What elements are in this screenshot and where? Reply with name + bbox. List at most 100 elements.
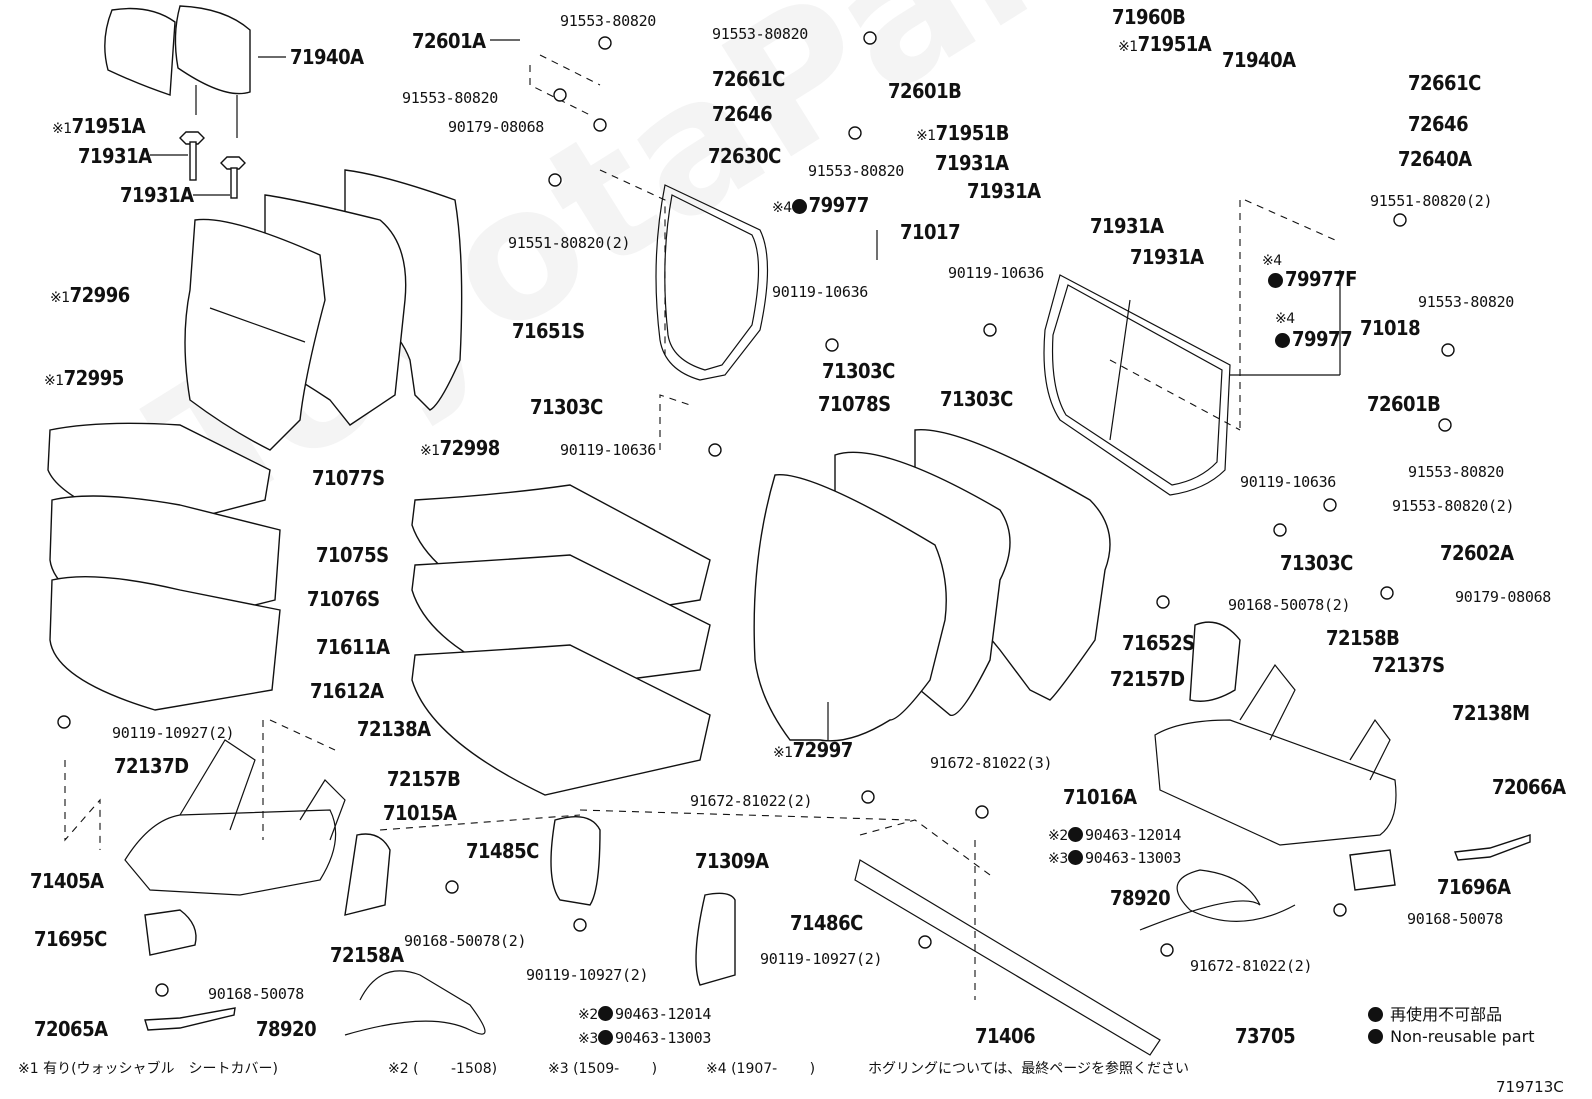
part-label[interactable]: 72661C bbox=[712, 67, 785, 91]
part-label[interactable]: 71696A bbox=[1437, 875, 1511, 899]
non-reusable-icon bbox=[598, 1030, 614, 1045]
part-label[interactable]: ※172998 bbox=[420, 437, 500, 462]
part-label[interactable]: 71078S bbox=[818, 392, 891, 416]
part-label[interactable]: 71931A bbox=[1130, 245, 1204, 269]
part-label[interactable]: ※172995 bbox=[44, 367, 124, 392]
part-label[interactable]: 79977F bbox=[1268, 268, 1357, 290]
part-label[interactable]: ※4 bbox=[1275, 305, 1295, 330]
part-label[interactable]: 90119-10636 bbox=[1240, 473, 1337, 491]
part-label[interactable]: 72137D bbox=[114, 754, 189, 778]
part-label[interactable]: 71931A bbox=[1090, 214, 1164, 238]
part-label[interactable]: 71931A bbox=[120, 183, 194, 207]
part-label[interactable]: 90168-50078 bbox=[208, 985, 305, 1003]
part-label[interactable]: 91553-80820 bbox=[560, 12, 657, 30]
part-label[interactable]: 91553-80820(2) bbox=[1392, 497, 1515, 515]
seat-cushion-middle-group bbox=[411, 484, 711, 796]
part-label[interactable]: 78920 bbox=[256, 1017, 317, 1041]
part-label[interactable]: 71077S bbox=[312, 466, 385, 490]
part-label[interactable]: 71406 bbox=[975, 1024, 1036, 1048]
part-label[interactable]: 79977 bbox=[1275, 328, 1353, 350]
part-label[interactable]: 91672-81022(3) bbox=[930, 754, 1053, 772]
part-label[interactable]: 91553-80820 bbox=[402, 89, 499, 107]
part-label[interactable]: 72158B bbox=[1326, 626, 1400, 650]
part-label[interactable]: 73705 bbox=[1235, 1024, 1296, 1048]
part-label[interactable]: 72602A bbox=[1440, 541, 1514, 565]
part-label[interactable]: 71695C bbox=[34, 927, 107, 951]
part-label[interactable]: 72066A bbox=[1492, 775, 1566, 799]
part-label[interactable]: 71075S bbox=[316, 543, 389, 567]
part-label[interactable]: 91553-80820 bbox=[712, 25, 809, 43]
part-label[interactable]: 72601B bbox=[888, 79, 962, 103]
part-label[interactable]: 71652S bbox=[1122, 631, 1195, 655]
part-label[interactable]: 90119-10636 bbox=[948, 264, 1045, 282]
part-label[interactable]: 90168-50078(2) bbox=[1228, 596, 1351, 614]
part-label[interactable]: 71651S bbox=[512, 319, 585, 343]
part-label[interactable]: 71018 bbox=[1360, 316, 1421, 340]
part-label[interactable]: 90119-10636 bbox=[772, 283, 869, 301]
part-label[interactable]: 90119-10927(2) bbox=[760, 950, 883, 968]
part-label[interactable]: 91553-80820 bbox=[808, 162, 905, 180]
part-number: 72997 bbox=[792, 738, 854, 762]
part-label[interactable]: 71309A bbox=[695, 849, 769, 873]
part-label[interactable]: 91553-80820 bbox=[1418, 293, 1515, 311]
part-label[interactable]: 71303C bbox=[940, 387, 1013, 411]
part-label[interactable]: 90168-50078(2) bbox=[404, 932, 527, 950]
part-number: 79977 bbox=[808, 193, 870, 217]
part-label[interactable]: 91551-80820(2) bbox=[508, 234, 631, 252]
part-label[interactable]: 78920 bbox=[1110, 886, 1171, 910]
part-label[interactable]: 71485C bbox=[466, 839, 539, 863]
part-label[interactable]: 90179-08068 bbox=[448, 118, 545, 136]
part-label[interactable]: ※4 bbox=[1262, 247, 1282, 272]
part-label[interactable]: 72601B bbox=[1367, 392, 1441, 416]
part-label[interactable]: 71612A bbox=[310, 679, 384, 703]
part-label[interactable]: 71611A bbox=[316, 635, 390, 659]
part-label[interactable]: 72646 bbox=[1408, 112, 1469, 136]
part-label[interactable]: 71940A bbox=[1222, 48, 1296, 72]
part-label[interactable]: 91553-80820 bbox=[1408, 463, 1505, 481]
part-label[interactable]: 72640A bbox=[1398, 147, 1472, 171]
part-label[interactable]: 72158A bbox=[330, 943, 404, 967]
part-label[interactable]: 71960B bbox=[1112, 5, 1186, 29]
part-label[interactable]: 71940A bbox=[290, 45, 364, 69]
part-label[interactable]: 72601A bbox=[412, 29, 486, 53]
part-label[interactable]: 90179-08068 bbox=[1455, 588, 1552, 606]
part-label[interactable]: 71931A bbox=[967, 179, 1041, 203]
part-label[interactable]: 91672-81022(2) bbox=[690, 792, 813, 810]
part-label[interactable]: 71076S bbox=[307, 587, 380, 611]
part-label[interactable]: 71016A bbox=[1063, 785, 1137, 809]
part-label[interactable]: 90119-10636 bbox=[560, 441, 657, 459]
part-label[interactable]: 72661C bbox=[1408, 71, 1481, 95]
part-label[interactable]: 91551-80820(2) bbox=[1370, 192, 1493, 210]
part-label[interactable]: 71303C bbox=[822, 359, 895, 383]
part-label[interactable]: 90119-10927(2) bbox=[112, 724, 235, 742]
part-label[interactable]: 91672-81022(2) bbox=[1190, 957, 1313, 975]
part-label[interactable]: ※172997 bbox=[773, 739, 853, 764]
part-label[interactable]: ※171951B bbox=[916, 122, 1009, 147]
part-label[interactable]: 71405A bbox=[30, 869, 104, 893]
part-label[interactable]: 90119-10927(2) bbox=[526, 966, 649, 984]
part-label[interactable]: 71931A bbox=[78, 144, 152, 168]
part-label[interactable]: 72138M bbox=[1452, 701, 1530, 725]
part-label[interactable]: 71015A bbox=[383, 801, 457, 825]
part-label[interactable]: 72157B bbox=[387, 767, 461, 791]
part-label[interactable]: 72065A bbox=[34, 1017, 108, 1041]
part-label[interactable]: 71017 bbox=[900, 220, 961, 244]
part-label[interactable]: ※172996 bbox=[50, 284, 130, 309]
part-label[interactable]: 71303C bbox=[530, 395, 603, 419]
part-label[interactable]: 71303C bbox=[1280, 551, 1353, 575]
part-label[interactable]: 72137S bbox=[1372, 653, 1445, 677]
part-label[interactable]: 72138A bbox=[357, 717, 431, 741]
part-label[interactable]: 72157D bbox=[1110, 667, 1185, 691]
part-label[interactable]: ※171951A bbox=[1118, 33, 1212, 58]
part-label[interactable]: 72646 bbox=[712, 102, 773, 126]
part-label[interactable]: 90168-50078 bbox=[1407, 910, 1504, 928]
part-label[interactable]: 72630C bbox=[708, 144, 781, 168]
part-label[interactable]: 71486C bbox=[790, 911, 863, 935]
part-label[interactable]: ※171951A bbox=[52, 115, 146, 140]
part-label[interactable]: 71931A bbox=[935, 151, 1009, 175]
